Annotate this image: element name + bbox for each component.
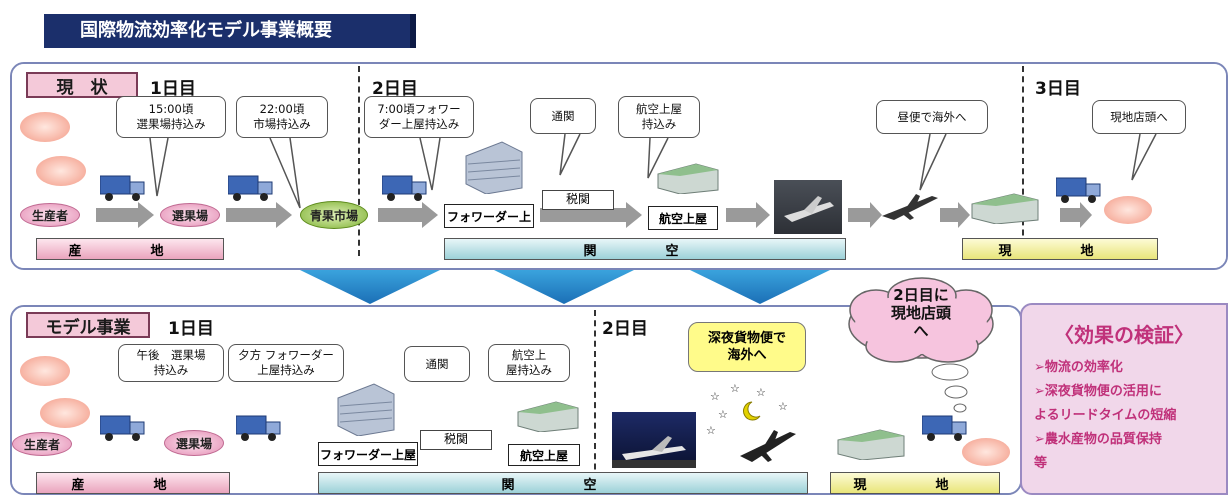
warehouse-icon bbox=[516, 398, 580, 436]
day-divider bbox=[594, 310, 596, 490]
peach-icon bbox=[962, 438, 1010, 466]
truck-icon bbox=[227, 174, 274, 206]
customs-label: 税関 bbox=[420, 430, 492, 450]
cloud-bubble bbox=[848, 277, 994, 363]
peach-icon bbox=[20, 112, 70, 142]
kanku-strip: 関 空 bbox=[318, 472, 808, 494]
current-day1: 1日目 bbox=[150, 79, 196, 99]
speech-bubble: 夕方 フォワーダー 上屋持込み bbox=[228, 344, 344, 382]
effect-item: ➢農水産物の品質保持 bbox=[1034, 432, 1162, 447]
truck-icon bbox=[381, 174, 428, 206]
warehouse-icon bbox=[970, 190, 1040, 228]
market-node: 青果市場 bbox=[300, 201, 368, 229]
svg-text:☆: ☆ bbox=[718, 408, 728, 421]
truck-icon bbox=[99, 174, 146, 206]
speech-bubble: 航空上 屋持込み bbox=[488, 344, 570, 382]
cloud-tail bbox=[931, 363, 969, 413]
producer-node: 生産者 bbox=[20, 203, 80, 227]
kanku-strip: 関 空 bbox=[444, 238, 846, 260]
peach-icon bbox=[1104, 196, 1152, 224]
truck-icon bbox=[921, 414, 968, 446]
building-icon bbox=[334, 380, 398, 440]
svg-text:☆: ☆ bbox=[778, 400, 788, 413]
page-title: 国際物流効率化モデル事業概要 bbox=[44, 14, 416, 48]
origin-strip: 産 地 bbox=[36, 238, 224, 260]
speech-bubble: 通関 bbox=[404, 346, 470, 382]
producer-node: 生産者 bbox=[12, 432, 72, 456]
origin-strip: 産 地 bbox=[36, 472, 230, 494]
customs-label: 税関 bbox=[542, 190, 614, 210]
warehouse-icon bbox=[836, 426, 906, 464]
destination-strip: 現 地 bbox=[830, 472, 1000, 494]
peach-icon bbox=[36, 156, 86, 186]
forwarder-box: フォワーダー上屋 bbox=[318, 442, 418, 466]
night-sky-icon: ☆☆☆ ☆☆☆ bbox=[706, 382, 796, 462]
sorting-node: 選果場 bbox=[164, 430, 224, 456]
model-day2: 2日目 bbox=[602, 319, 648, 339]
warehouse-icon bbox=[656, 160, 720, 198]
truck-icon bbox=[1055, 176, 1102, 208]
cloud-text: 2日目に 現地店頭 へ bbox=[890, 286, 951, 340]
building-icon bbox=[462, 138, 526, 198]
peach-icon bbox=[20, 356, 70, 386]
speech-bubble: 22:00頃 市場持込み bbox=[236, 96, 328, 138]
model-label: モデル事業 bbox=[26, 312, 150, 338]
speech-bubble: 15:00頃 選果場持込み bbox=[116, 96, 226, 138]
effect-item: 等 bbox=[1034, 456, 1048, 471]
peach-icon bbox=[40, 398, 90, 428]
forwarder-box: フォワーダー上 bbox=[444, 204, 534, 228]
day-divider bbox=[358, 66, 360, 256]
truck-icon bbox=[235, 414, 282, 446]
svg-text:☆: ☆ bbox=[730, 382, 740, 395]
effect-item: よるリードタイムの短縮 bbox=[1034, 408, 1177, 423]
speech-bubble: 航空上屋 持込み bbox=[618, 96, 700, 138]
current-label: 現 状 bbox=[26, 72, 138, 98]
truck-icon bbox=[99, 414, 146, 446]
current-day2: 2日目 bbox=[372, 79, 418, 99]
effect-item: ➢物流の効率化 bbox=[1034, 360, 1123, 375]
night-airport-photo bbox=[612, 412, 696, 468]
svg-text:☆: ☆ bbox=[710, 390, 720, 403]
day-divider bbox=[1022, 66, 1024, 256]
night-flight-bubble: 深夜貨物便で 海外へ bbox=[688, 322, 806, 372]
sorting-node: 選果場 bbox=[160, 203, 220, 227]
effects-title: 〈効果の検証〉 bbox=[1054, 323, 1194, 347]
airport-photo bbox=[774, 180, 842, 234]
effect-item: ➢深夜貨物便の活用に bbox=[1034, 384, 1162, 399]
air-terminal-box: 航空上屋 bbox=[508, 444, 580, 466]
current-day3: 3日目 bbox=[1035, 79, 1081, 99]
model-day1: 1日目 bbox=[168, 319, 214, 339]
speech-bubble: 通関 bbox=[530, 98, 596, 134]
svg-text:☆: ☆ bbox=[756, 386, 766, 399]
speech-bubble: 現地店頭へ bbox=[1092, 100, 1186, 134]
svg-text:☆: ☆ bbox=[706, 424, 716, 437]
effects-panel: 〈効果の検証〉 ➢物流の効率化 ➢深夜貨物便の活用に よるリードタイムの短縮 ➢… bbox=[1020, 303, 1228, 495]
speech-bubble: 7:00頃フォワー ダー上屋持込み bbox=[364, 96, 474, 138]
destination-strip: 現 地 bbox=[962, 238, 1158, 260]
airplane-icon bbox=[880, 190, 940, 226]
speech-bubble: 午後 選果場 持込み bbox=[118, 344, 224, 382]
air-terminal-box: 航空上屋 bbox=[648, 206, 718, 230]
speech-bubble: 昼便で海外へ bbox=[876, 100, 988, 134]
